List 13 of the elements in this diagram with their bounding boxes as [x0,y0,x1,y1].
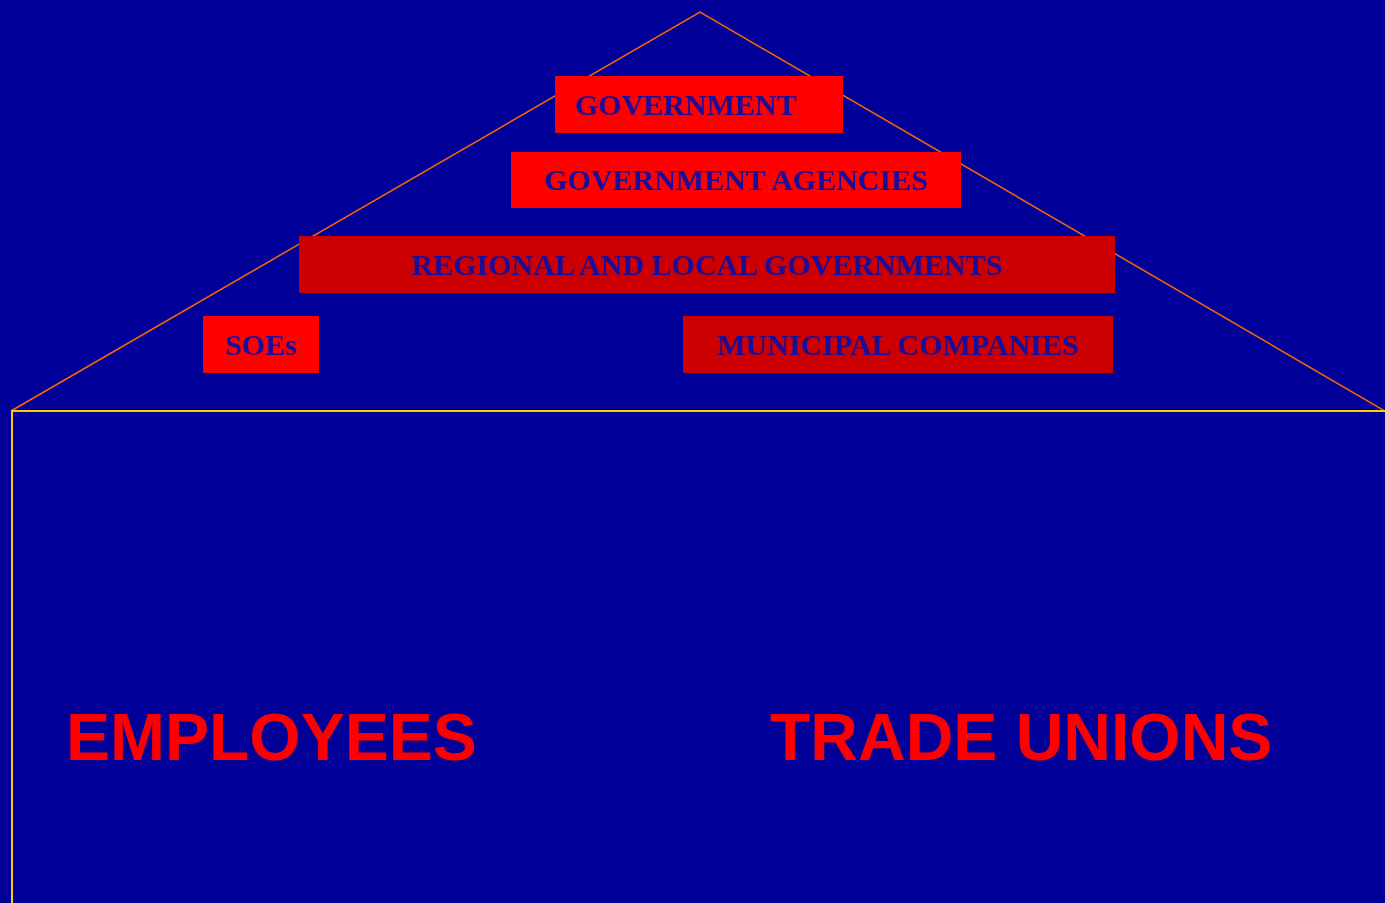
level-label: MUNICIPAL COMPANIES [717,327,1079,362]
level-box [555,76,843,133]
level-box [203,316,319,373]
level-box [299,236,1115,293]
house-body-outline [11,410,1385,903]
level-box [683,316,1113,373]
level-label: REGIONAL AND LOCAL GOVERNMENTS [411,247,1003,282]
level-box [511,152,961,208]
group-label: EMPLOYEES [66,704,477,770]
level-label: GOVERNMENT [575,87,797,122]
level-label: GOVERNMENT AGENCIES [544,163,928,197]
level-label: SOEs [225,327,297,362]
group-label: TRADE UNIONS [770,704,1273,770]
